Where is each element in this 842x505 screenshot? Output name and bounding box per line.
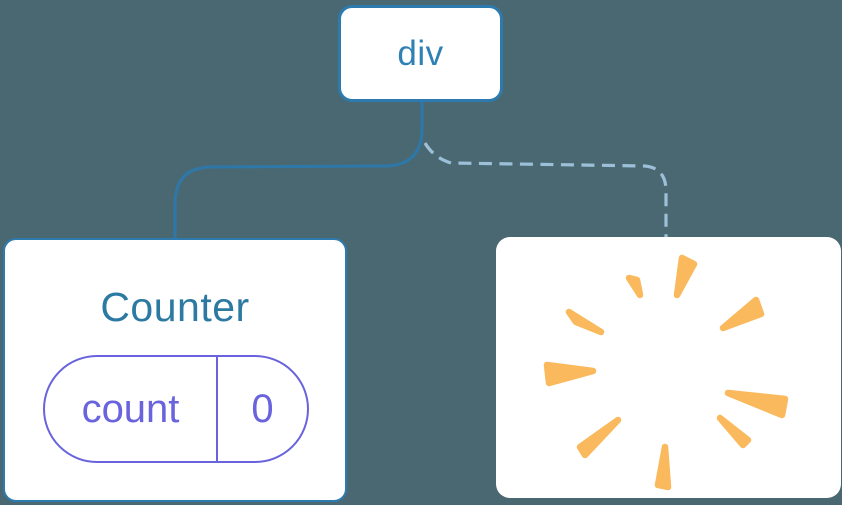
poof-ray	[719, 296, 765, 332]
poof-ray	[576, 416, 622, 459]
poof-ray	[565, 308, 605, 336]
state-value-label: 0	[251, 386, 274, 431]
node-div: div	[338, 5, 503, 102]
node-removed	[496, 237, 841, 498]
edge-div-to-removed	[423, 142, 668, 239]
poof-starburst-icon	[543, 254, 789, 491]
poof-ray	[654, 443, 672, 491]
node-div-label: div	[397, 33, 444, 73]
state-key-cell: count	[45, 357, 218, 461]
edge-div-to-counter	[173, 102, 424, 240]
poof-ray	[673, 254, 698, 299]
counter-state-pill: count 0	[43, 355, 309, 463]
poof-ray	[716, 414, 752, 449]
poof-ray	[724, 389, 789, 419]
poof-ray	[543, 361, 597, 387]
state-key-label: count	[81, 386, 180, 431]
poof-ray	[625, 274, 644, 299]
state-value-cell: 0	[218, 357, 307, 461]
node-counter: Counter count 0	[3, 238, 347, 502]
counter-title: Counter	[100, 284, 250, 330]
